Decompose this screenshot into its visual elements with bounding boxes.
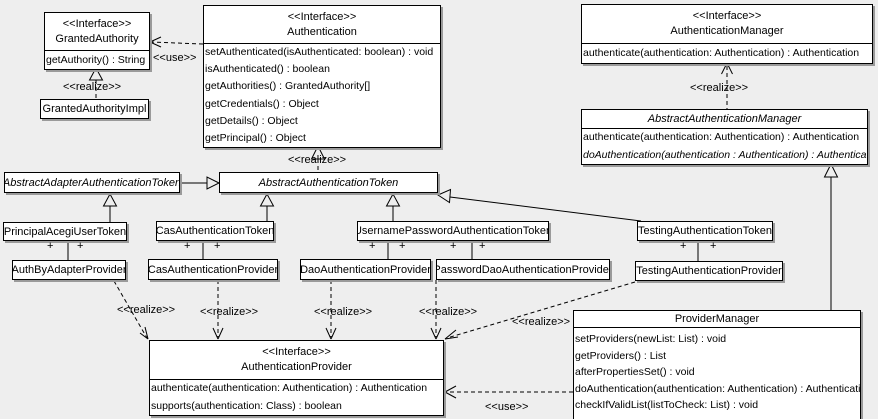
method: getProviders() : List [575,349,667,362]
multiplicity-plus: + [214,240,221,252]
use-arrow-authentication-grantedauthority [149,36,204,48]
realize-label: <<realize>> [419,306,478,318]
multiplicity-plus: + [680,240,687,252]
method: authenticate(authentication: Authenticat… [583,131,860,143]
multiplicity-plus: + [77,240,84,252]
class-auth-by-adapter-provider: AuthByAdapterProvider [12,260,126,280]
class-name: AbstractAuthenticationToken [258,176,399,189]
class-name: PasswordDaoAuthenticationProvider [436,263,610,276]
realize-label: <<realize>> [117,304,176,316]
realize-label: <<realize>> [512,316,571,328]
class-testing-authentication-provider: TestingAuthenticationProvider [635,261,783,281]
class-testing-authentication-token: TestingAuthenticationToken [637,221,773,241]
class-name: UsernamePasswordAuthenticationToken [357,225,549,237]
realize-label: <<realize>> [314,306,373,318]
gen-arrow-usernamepasswordtoken [385,192,401,221]
method: getAuthorities() : GrantedAuthority[] [205,80,371,93]
class-name: AbstractAuthenticationManager [647,113,802,125]
method: doAuthentication(authentication: Authent… [575,382,860,395]
realize-arrow-passworddaoprovider [430,280,442,340]
class-authentication-manager: <<Interface>> AuthenticationManager auth… [581,4,873,64]
use-label: <<use>> [485,401,529,413]
realize-arrow-testingauthenticationprovider [444,281,636,340]
method: authenticate(authentication: Authenticat… [583,47,860,59]
multiplicity-plus: + [450,240,457,252]
class-provider-manager: ProviderManager setProviders(newList: Li… [573,310,861,419]
method: supports(authentication: Class) : boolea… [151,399,342,412]
method: authenticate(authentication: Authenticat… [151,382,428,394]
gen-arrow-providermanager [823,162,839,310]
method: afterPropertiesSet() : void [575,366,695,379]
stereotype-label: <<Interface>> [692,10,762,22]
method: getPrincipal() : Object [205,131,306,144]
multiplicity-plus: + [369,240,376,252]
multiplicity-plus: + [47,240,54,252]
class-principal-acegi-user-token: PrincipalAcegiUserToken [3,222,127,241]
gen-arrow-principalacegiusertoken [102,192,118,222]
class-name: AbstractAdapterAuthenticationToken [4,176,180,189]
class-name: ProviderManager [674,313,760,325]
use-arrow-providermanager-authenticationprovider [444,385,573,399]
multiplicity-plus: + [479,240,486,252]
gen-arrow-casauthenticationtoken [259,192,275,221]
class-granted-authority: <<Interface>> GrantedAuthority getAuthor… [44,12,150,70]
stereotype-label: <<Interface>> [262,346,331,358]
class-dao-authentication-provider: DaoAuthenticationProvider [300,259,431,280]
class-cas-authentication-token: CasAuthenticationToken [156,221,274,241]
class-name: CasAuthenticationToken [156,225,274,237]
realize-arrow-grantedauthorityimpl [88,66,104,99]
method: getDetails() : Object [205,114,298,127]
class-abstract-authentication-manager: AbstractAuthenticationManager authentica… [581,109,868,165]
stereotype-label: <<Interface>> [62,18,132,30]
realize-arrow-abstractauthenticationmanager [721,62,733,109]
gen-arrow-abstractadapter-to-abstracttoken [180,176,221,190]
stereotype-label: <<Interface>> [287,11,357,23]
class-username-password-authentication-token: UsernamePasswordAuthenticationToken [357,221,549,241]
method: setProviders(newList: List) : void [575,333,727,345]
realize-label: <<realize>> [200,306,259,318]
method: checkIfValidList(listToCheck: List) : vo… [575,399,759,412]
realize-arrow-casauthenticationprovider [212,280,224,340]
class-granted-authority-impl: GrantedAuthorityImpl [40,99,149,119]
realize-arrow-daoauthenticationprovider [325,280,337,340]
class-authentication-provider: <<Interface>> AuthenticationProvider aut… [149,340,444,416]
use-label: <<use>> [153,52,197,64]
class-name: TestingAuthenticationProvider [636,265,782,277]
class-name: TestingAuthenticationToken [638,225,772,237]
method: getCredentials() : Object [205,97,319,110]
class-authentication: <<Interface>> Authentication setAuthenti… [203,5,441,149]
method: doAuthentication(authentication : Authen… [583,148,867,161]
class-abstract-adapter-authentication-token: AbstractAdapterAuthenticationToken [4,172,180,193]
method: setAuthenticated(isAuthenticated: boolea… [205,46,434,58]
class-cas-authentication-provider: CasAuthenticationProvider [148,259,278,280]
realize-arrow-authbyadapterprovider [113,280,149,340]
class-password-dao-authentication-provider: PasswordDaoAuthenticationProvider [436,259,610,280]
class-name: DaoAuthenticationProvider [300,263,431,276]
realize-label: <<realize>> [690,82,749,94]
multiplicity-plus: + [710,240,717,252]
method: isAuthenticated() : boolean [205,63,330,76]
class-name: CasAuthenticationProvider [148,263,278,276]
realize-arrow-abstractauthenticationtoken [310,144,326,172]
class-name: AuthenticationProvider [241,361,352,373]
realize-label: <<realize>> [63,81,122,93]
method: getAuthority() : String [46,54,146,66]
class-abstract-authentication-token: AbstractAuthenticationToken [219,172,438,193]
class-name: GrantedAuthorityImpl [42,103,147,115]
multiplicity-plus: + [399,240,406,252]
class-name: Authentication [287,26,357,38]
class-name: PrincipalAcegiUserToken [3,225,127,238]
multiplicity-plus: + [184,240,191,252]
class-name: GrantedAuthority [55,33,139,45]
class-name: AuthByAdapterProvider [12,264,126,276]
class-name: AuthenticationManager [670,25,784,37]
gen-arrow-testingauthenticationtoken [436,188,642,222]
realize-label: <<realize>> [288,154,347,166]
